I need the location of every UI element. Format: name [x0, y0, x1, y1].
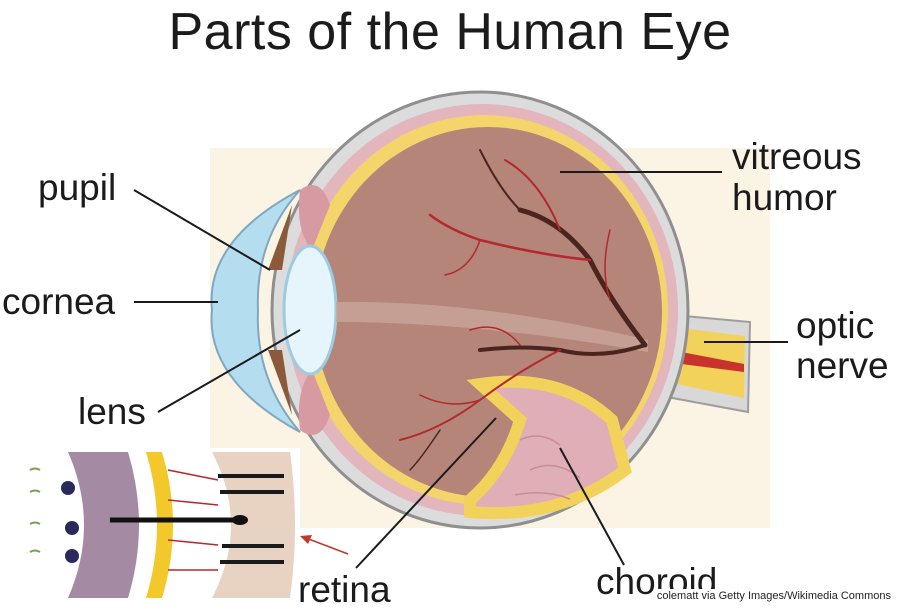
iris-top	[268, 205, 292, 270]
retina-inset	[10, 448, 300, 598]
label-lens: lens	[78, 391, 146, 432]
choroid-cutaway	[464, 375, 632, 520]
label-vitreous: vitreous	[732, 136, 862, 177]
label-retina: retina	[298, 569, 391, 610]
ciliary-body-top	[298, 185, 330, 250]
cornea	[210, 189, 301, 433]
iris-bottom	[268, 350, 292, 415]
ciliary-body-bottom	[298, 370, 330, 435]
blood-vessels	[399, 149, 648, 471]
leader-lines	[133, 171, 788, 569]
image-credit: colematt via Getty Images/Wikimedia Comm…	[653, 589, 894, 603]
label-optic: optic	[796, 305, 875, 346]
label-humor: humor	[732, 177, 837, 218]
inset-pointer-arrow	[300, 535, 349, 555]
lens	[282, 244, 338, 376]
label-pupil: pupil	[38, 167, 117, 208]
label-nerve: nerve	[796, 345, 889, 386]
page-title: Parts of the Human Eye	[168, 3, 732, 61]
label-cornea: cornea	[2, 281, 116, 322]
